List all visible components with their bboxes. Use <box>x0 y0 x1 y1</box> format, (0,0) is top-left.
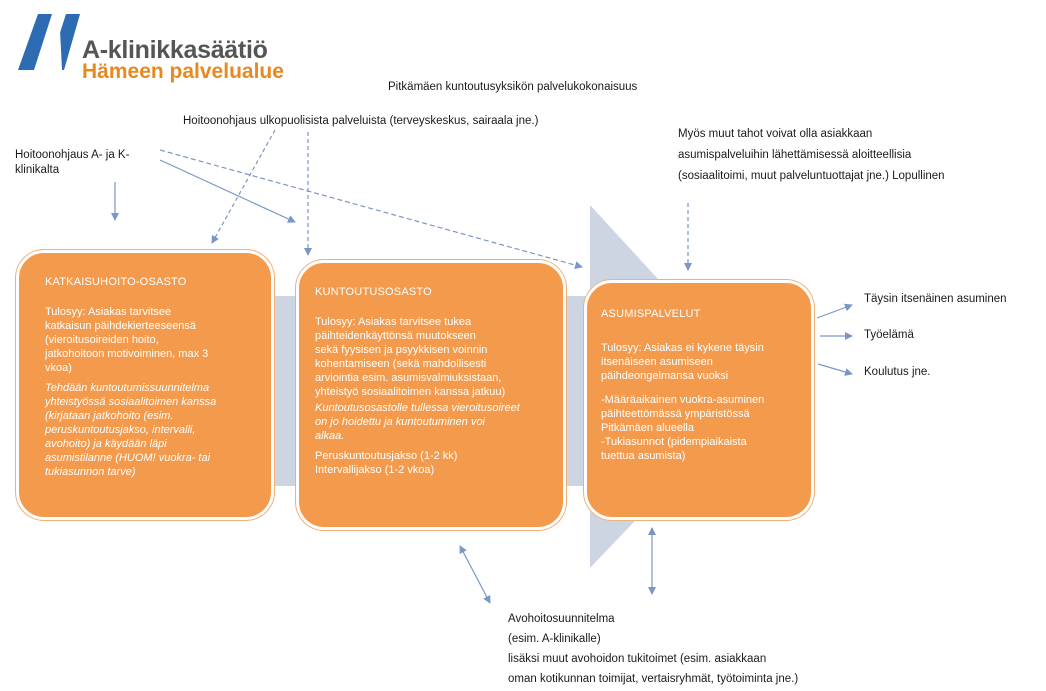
arrow-to-independent-living <box>816 303 853 319</box>
housing-services-title: ASUMISPALVELUT <box>601 308 701 320</box>
logo: A-klinikkasäätiö Hämeen palvelualue <box>18 10 308 83</box>
arrow-rehab-outpatient <box>459 545 491 604</box>
arrow-outside-to-crisis <box>211 129 276 244</box>
other-parties-label: Myös muut tahot voivat olla asiakkaan as… <box>678 128 945 182</box>
referral-clinic-label: Hoitoonohjaus A- ja K- klinikalta <box>15 149 130 176</box>
crisis-unit-reason: Tulosyy: Asiakas tarvitsee katkaisun päi… <box>45 306 209 374</box>
rehab-unit-periods: Peruskuntoutusjakso (1-2 kk) Intervallij… <box>315 450 458 476</box>
crisis-unit-title: KATKAISUHOITO-OSASTO <box>45 276 187 288</box>
outcome-working-life: Työelämä <box>864 329 914 341</box>
outpatient-plan-label: Avohoitosuunnitelma (esim. A-klinikalle)… <box>508 613 799 685</box>
rehab-unit-box: KUNTOUTUSOSASTO Tulosyy: Asiakas tarvits… <box>296 260 566 530</box>
crisis-unit-plan: Tehdään kuntoutumissuunnitelma yhteistyö… <box>45 382 217 478</box>
diagram-title: Pitkämäen kuntoutusyksikön palvelukokona… <box>388 81 638 93</box>
arrow-clinic-to-rehab <box>159 159 296 223</box>
crisis-unit-box: KATKAISUHOITO-OSASTO Tulosyy: Asiakas ta… <box>16 250 274 520</box>
outcome-independent-living: Täysin itsenäinen asuminen <box>864 293 1007 305</box>
rehab-unit-reason: Tulosyy: Asiakas tarvitsee tukea päihtei… <box>315 316 506 398</box>
logo-title: A-klinikkasäätiö <box>82 36 268 64</box>
rehab-unit-title: KUNTOUTUSOSASTO <box>315 286 432 298</box>
logo-subtitle: Hämeen palvelualue <box>82 60 284 83</box>
arrow-to-education <box>817 363 853 376</box>
referral-outside-label: Hoitoonohjaus ulkopuolisista palveluista… <box>183 115 539 127</box>
outcome-education: Koulutus jne. <box>864 366 931 378</box>
logo-mark-icon <box>18 14 80 70</box>
rehab-unit-note: Kuntoutusosastolle tullessa vieroitusoir… <box>315 402 520 442</box>
housing-services-reason: Tulosyy: Asiakas ei kykene täysin itsenä… <box>601 342 764 382</box>
housing-services-box: ASUMISPALVELUT Tulosyy: Asiakas ei kyken… <box>584 280 814 520</box>
housing-services-options: -Määräaikainen vuokra-asuminen päihteett… <box>601 394 765 462</box>
